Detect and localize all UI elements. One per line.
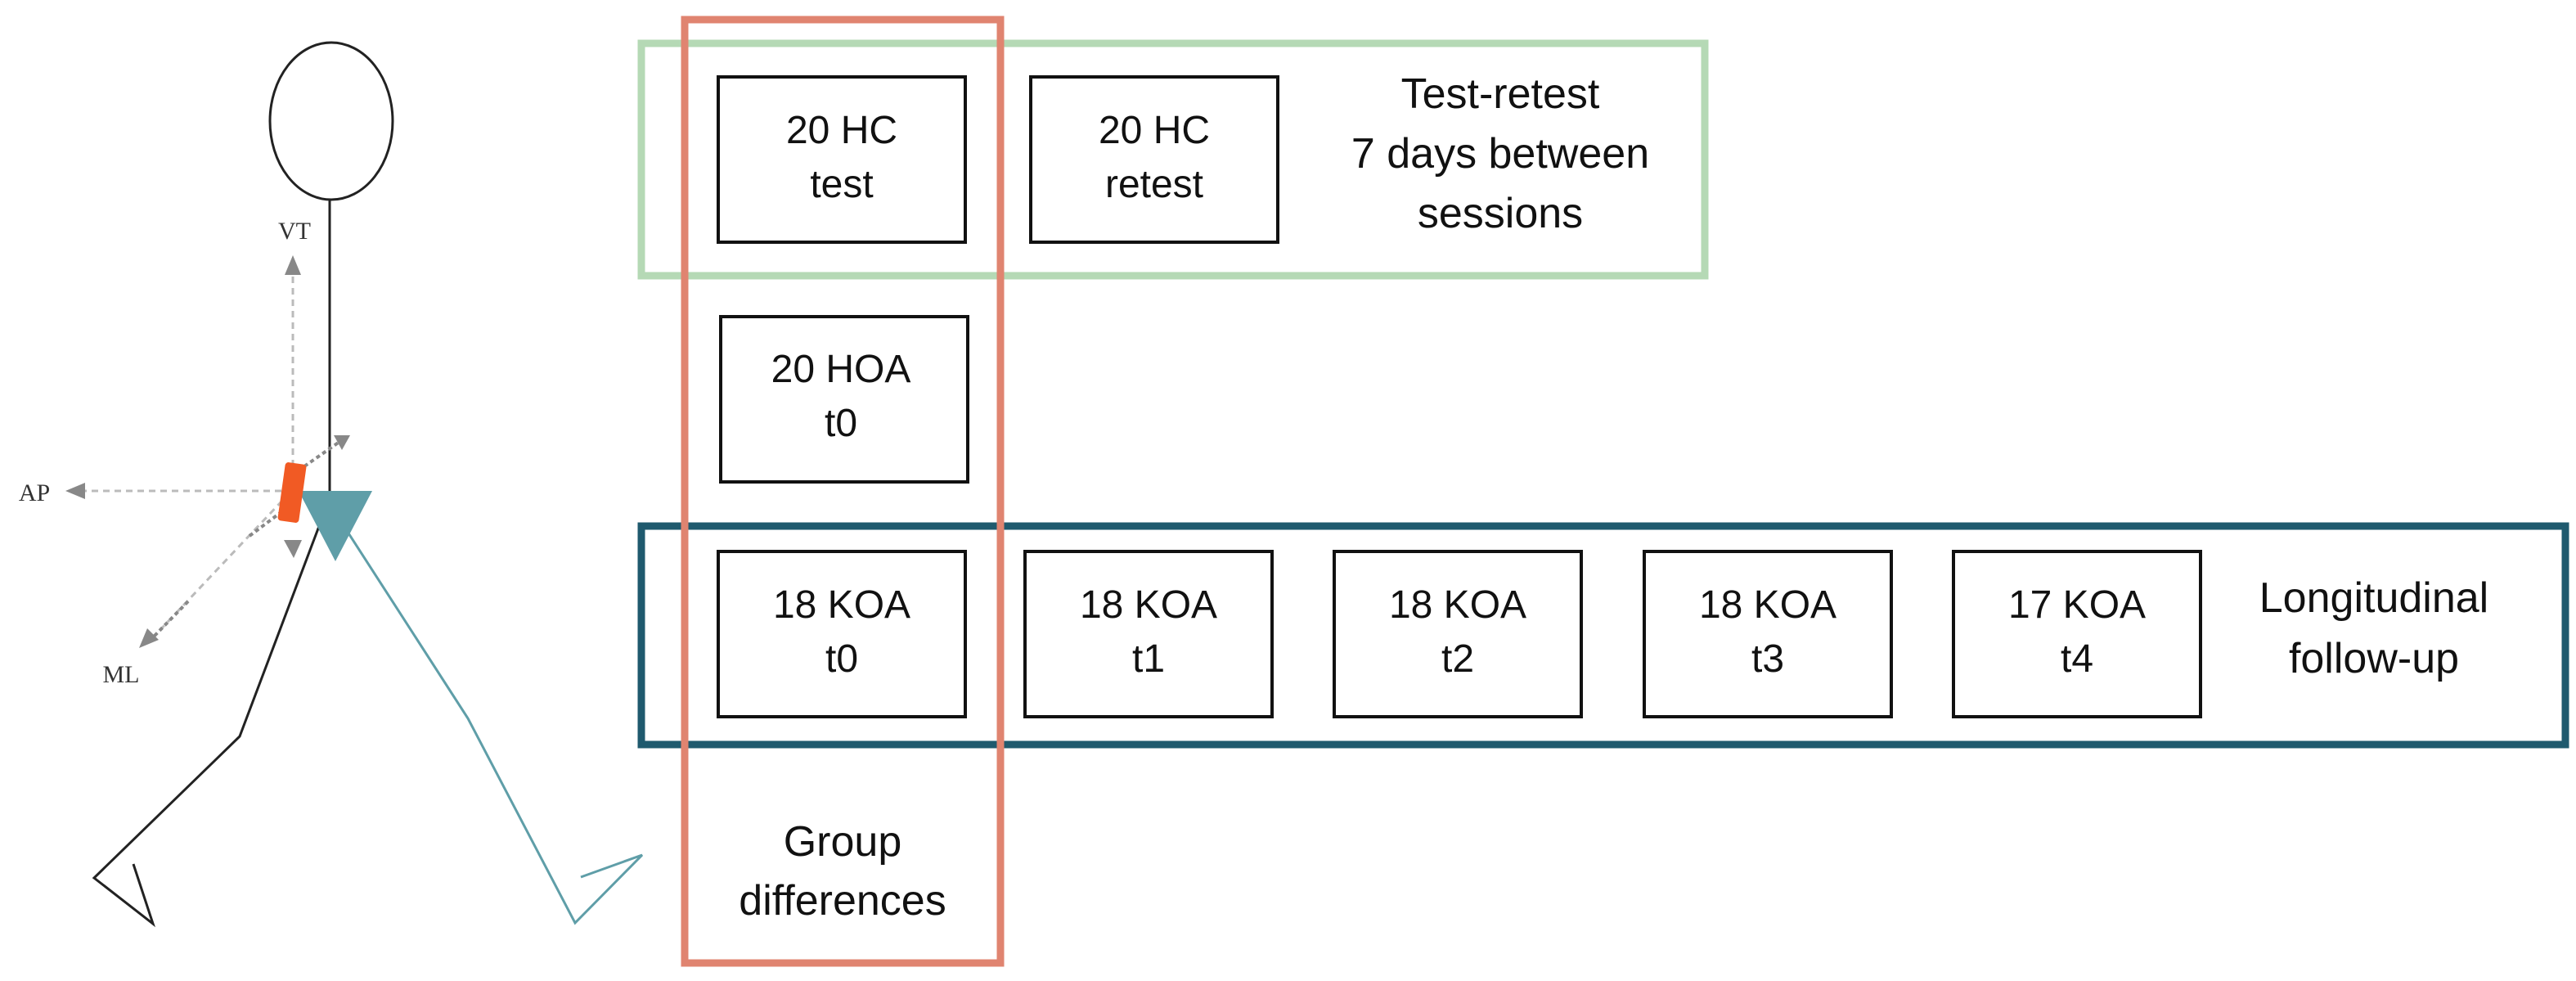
koa-t0-line2: t0 — [825, 637, 858, 681]
koa-t4-box: 17 KOA t4 — [1952, 550, 2202, 718]
figure-front-leg — [335, 515, 644, 925]
koa-t2-line2: t2 — [1441, 637, 1474, 681]
test-retest-title-line2: 7 days between — [1351, 130, 1649, 178]
stick-figure — [92, 41, 644, 928]
hc-retest-line1: 20 HC — [1099, 109, 1210, 152]
longitudinal-title-line1: Longitudinal — [2259, 574, 2488, 622]
ml-arrowhead — [139, 628, 159, 648]
hc-retest-box: 20 HC retest — [1029, 75, 1279, 244]
group-differences-line2: differences — [739, 877, 946, 925]
longitudinal-frame — [637, 522, 2569, 749]
sensor-axes: VT AP ML — [19, 218, 350, 688]
koa-t2-line1: 18 KOA — [1389, 583, 1526, 627]
koa-t0-line1: 18 KOA — [773, 583, 910, 627]
hoa-t0-box: 20 HOA t0 — [719, 315, 969, 484]
ap-label: AP — [19, 479, 50, 506]
sensor-device — [277, 462, 307, 523]
vt-arrowhead — [285, 255, 301, 275]
hc-test-box: 20 HC test — [717, 75, 967, 244]
koa-t3-line2: t3 — [1751, 637, 1784, 681]
group-differences-line1: Group — [784, 818, 902, 866]
test-retest-title-line3: sessions — [1418, 190, 1583, 237]
test-retest-title: Test-retest 7 days between sessions — [1351, 70, 1649, 237]
koa-t2-box: 18 KOA t2 — [1333, 550, 1583, 718]
sensor-down-arrowhead — [284, 540, 302, 558]
hc-test-line1: 20 HC — [786, 109, 897, 152]
hc-test-line2: test — [810, 163, 873, 206]
koa-t1-box: 18 KOA t1 — [1023, 550, 1274, 718]
koa-t3-line1: 18 KOA — [1699, 583, 1836, 627]
koa-t1-line2: t1 — [1132, 637, 1165, 681]
koa-t3-box: 18 KOA t3 — [1643, 550, 1893, 718]
ml-axis-dark — [151, 600, 190, 640]
sensor-down-left-arrow — [248, 510, 284, 538]
hoa-t0-line1: 20 HOA — [771, 348, 911, 391]
hoa-t0-line2: t0 — [825, 402, 857, 445]
group-differences-title: Group differences — [739, 818, 946, 925]
figure-head — [268, 41, 394, 201]
koa-t1-line1: 18 KOA — [1080, 583, 1217, 627]
ap-arrowhead — [65, 483, 85, 499]
koa-t4-line2: t4 — [2061, 637, 2093, 681]
test-retest-title-line1: Test-retest — [1401, 70, 1600, 118]
vt-label: VT — [278, 218, 311, 245]
koa-t4-line1: 17 KOA — [2008, 583, 2146, 627]
hc-retest-line2: retest — [1105, 163, 1203, 206]
test-retest-frame — [637, 39, 1709, 280]
sensor-up-right-arrowhead — [334, 435, 350, 450]
group-differences-frame — [681, 16, 1005, 967]
sensor-up-right-arrow — [303, 440, 341, 468]
longitudinal-title: Longitudinal follow-up — [2259, 574, 2488, 682]
pelvis-marker — [299, 491, 372, 561]
figure-back-leg — [92, 515, 325, 928]
koa-t0-box: 18 KOA t0 — [717, 550, 967, 718]
ml-axis — [154, 499, 284, 637]
ml-label: ML — [103, 661, 140, 688]
longitudinal-title-line2: follow-up — [2289, 635, 2459, 682]
